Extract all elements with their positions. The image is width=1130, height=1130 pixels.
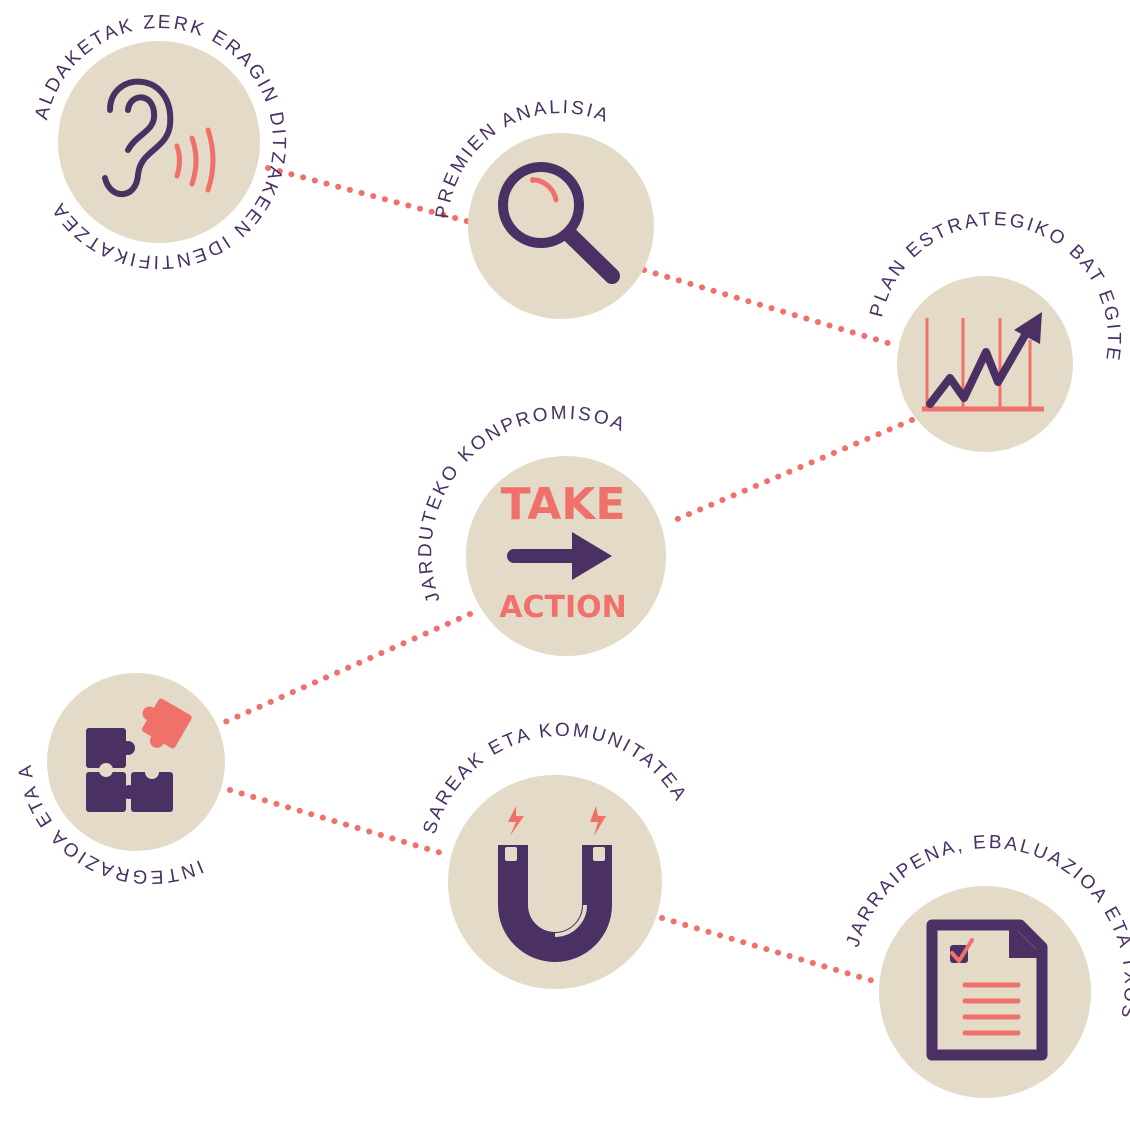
report-document-icon [926,919,1048,1061]
step-2: PREMIEN ANALISIA [432,97,654,319]
step-3-circle [897,276,1073,452]
sound-waves-icon [174,127,216,193]
step-7-circle [879,886,1091,1098]
magnet-icon [498,806,612,962]
growth-chart-icon [922,312,1044,412]
step-2-circle [468,133,654,319]
connector-6-7 [659,915,883,986]
step-1: ALDAKETAK ZERK ERAGIN DITZAKEEN IDENTIFI… [31,12,286,272]
connector-2-3 [641,267,901,349]
connector-5-6 [227,787,451,858]
step-4: TAKE ACTION JARDUTEKO KONPROMISOA [415,403,666,656]
take-action-icon: TAKE ACTION [499,479,626,625]
step-5-circle [47,673,225,851]
connector-4-5 [222,611,473,725]
magnifier-icon [498,162,620,284]
take-text: TAKE [501,479,626,530]
ear-icon [102,78,174,198]
action-text: ACTION [499,590,626,625]
connector-1-2 [265,165,473,225]
connector-3-4 [665,417,915,526]
connectors [222,165,915,986]
step-6: SAREAK ETA KOMUNITATEA [420,720,689,989]
puzzle-icon [86,698,192,812]
step-6-circle [448,775,662,989]
